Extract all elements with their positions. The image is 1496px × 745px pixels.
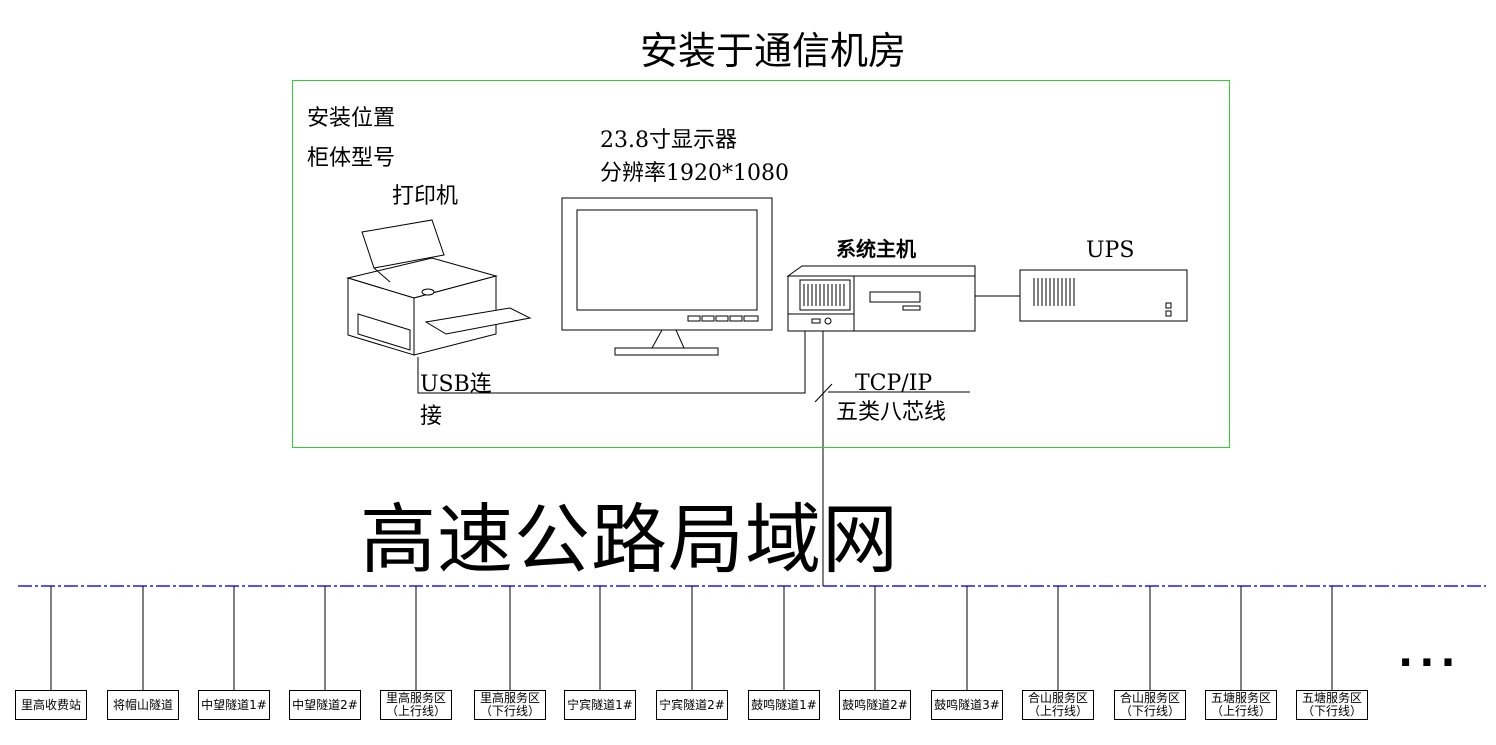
host-label: 系统主机 (836, 237, 916, 261)
node-box: 鼓鸣隧道2# (839, 690, 911, 720)
ups-icon (1019, 269, 1188, 322)
node-name: 中望隧道2# (292, 697, 358, 712)
ups-label: UPS (1086, 238, 1135, 263)
node-box: 宁宾隧道2# (656, 690, 728, 720)
node-box: 合山服务区（上行线） (1022, 690, 1094, 720)
node-box: 五塘服务区（上行线） (1205, 690, 1277, 720)
node-box: 鼓鸣隧道1# (748, 690, 820, 720)
printer-icon (346, 219, 532, 356)
branch-lines (50, 586, 1333, 690)
node-name: 五塘服务区 (1301, 691, 1362, 705)
node-box: 里高服务区（上行线） (380, 690, 452, 720)
more-nodes-ellipsis: ... (1398, 630, 1462, 676)
host-icon (786, 265, 976, 332)
tcp-tick (814, 383, 833, 403)
node-name: 里高服务区 (479, 691, 540, 705)
node-box: 将帽山隧道 (107, 690, 179, 720)
node-direction: （上行线） (1210, 704, 1271, 718)
printer-label: 打印机 (392, 184, 459, 209)
node-box: 里高服务区（下行线） (474, 690, 546, 720)
usb-label-line2: 接 (420, 404, 443, 429)
node-direction: （下行线） (1301, 704, 1362, 718)
tcp-ip-label: TCP/IP (855, 371, 933, 396)
monitor-icon (561, 197, 773, 356)
node-name: 鼓鸣隧道1# (751, 697, 817, 712)
node-box: 中望隧道1# (198, 690, 270, 720)
node-box: 中望隧道2# (289, 690, 361, 720)
node-box: 合山服务区（下行线） (1114, 690, 1186, 720)
node-direction: （下行线） (479, 704, 540, 718)
lan-label: 高速公路局域网 (360, 495, 899, 584)
node-name: 将帽山隧道 (112, 697, 173, 712)
monitor-size-label: 23.8寸显示器 (600, 128, 737, 153)
node-name: 鼓鸣隧道2# (842, 697, 908, 712)
node-name: 合山服务区 (1119, 691, 1180, 705)
node-name: 宁宾隧道2# (659, 697, 725, 712)
usb-cable (417, 330, 806, 394)
cabinet-model-label: 柜体型号 (307, 146, 396, 171)
node-name: 里高服务区 (385, 691, 446, 705)
node-box: 里高收费站 (15, 690, 87, 720)
monitor-resolution-label: 分辨率1920*1080 (600, 161, 789, 186)
install-location-label: 安装位置 (307, 106, 396, 131)
node-name: 中望隧道1# (201, 697, 267, 712)
node-box: 宁宾隧道1# (564, 690, 636, 720)
node-direction: （上行线） (385, 704, 446, 718)
diagram-title: 安装于通信机房 (639, 29, 906, 73)
comm-room-box (292, 80, 1230, 448)
node-name: 宁宾隧道1# (567, 697, 633, 712)
node-direction: （上行线） (1027, 704, 1088, 718)
cable-type-label: 五类八芯线 (836, 400, 947, 425)
usb-label-line1: USB连 (420, 372, 492, 397)
node-name: 鼓鸣隧道3# (934, 697, 1000, 712)
node-box: 鼓鸣隧道3# (931, 690, 1003, 720)
node-name: 里高收费站 (20, 697, 81, 712)
node-direction: （下行线） (1119, 704, 1180, 718)
node-box: 五塘服务区（下行线） (1296, 690, 1368, 720)
node-name: 合山服务区 (1027, 691, 1088, 705)
node-name: 五塘服务区 (1210, 691, 1271, 705)
